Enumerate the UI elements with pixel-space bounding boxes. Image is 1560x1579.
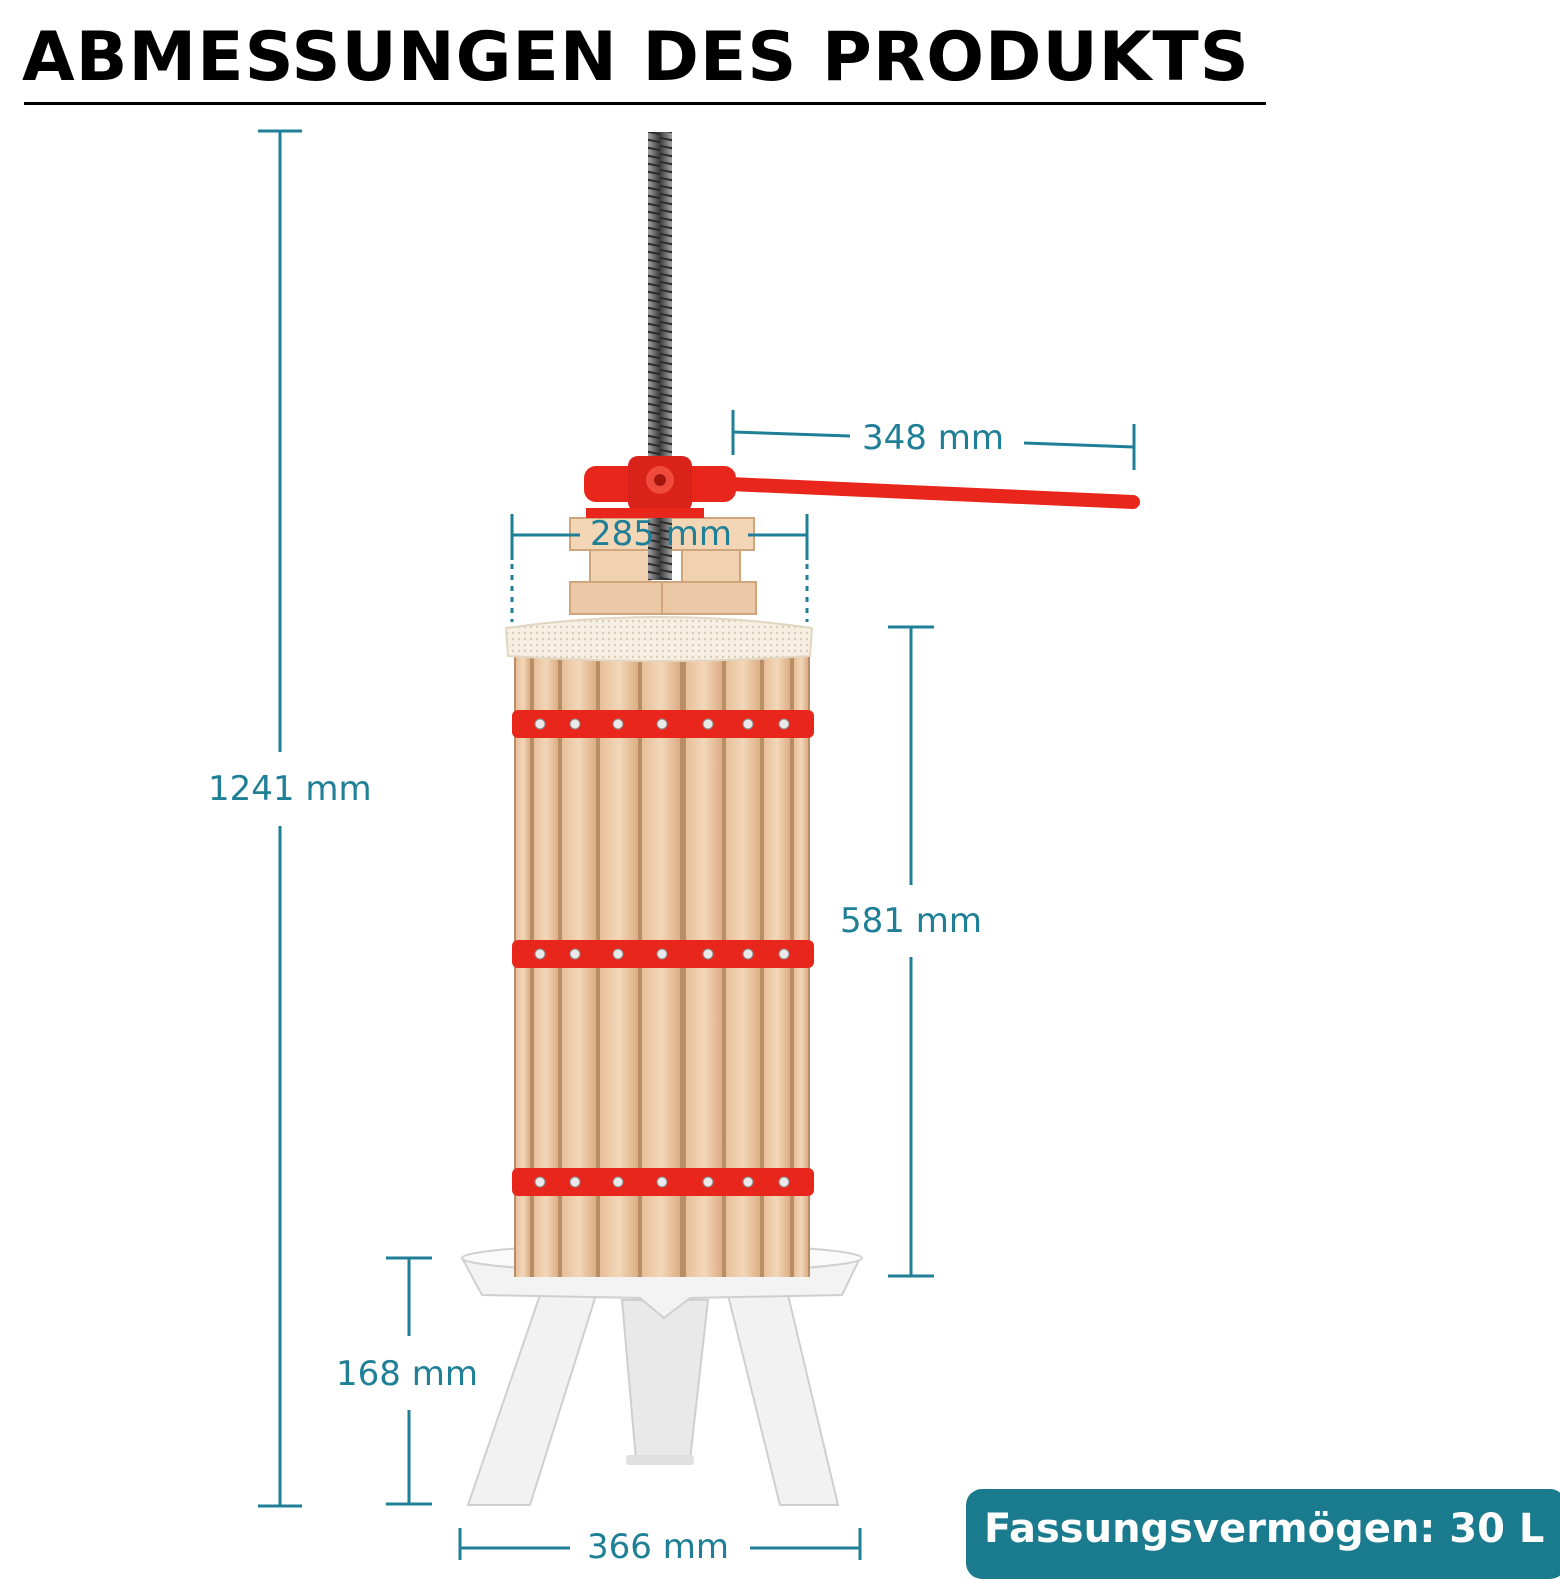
filter-cloth bbox=[504, 616, 814, 662]
dimension-label-leg-height: 168 mm bbox=[336, 1354, 478, 1394]
page-title: ABMESSUNGEN DES PRODUKTS bbox=[22, 18, 1250, 97]
dimension-label-total-height: 1241 mm bbox=[208, 769, 372, 809]
dimension-label-barrel-height: 581 mm bbox=[840, 901, 982, 941]
capacity-label: Fassungsvermögen: 30 L bbox=[984, 1506, 1545, 1552]
barrel-hoops bbox=[512, 710, 814, 1196]
dimension-lines bbox=[258, 129, 1136, 1560]
dimension-label-base-width: 366 mm bbox=[587, 1527, 729, 1567]
stand-legs bbox=[466, 1294, 840, 1506]
title-underline bbox=[24, 102, 1266, 105]
ratchet-handle bbox=[584, 456, 1140, 518]
dimension-label-handle-length: 348 mm bbox=[862, 418, 1004, 458]
dimension-label-top-width: 285 mm bbox=[590, 514, 732, 554]
